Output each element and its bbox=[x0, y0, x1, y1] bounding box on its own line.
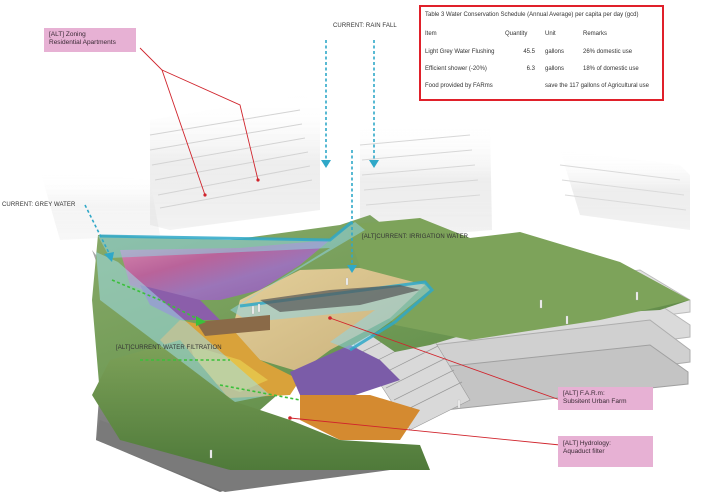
row-item: Light Grey Water Flushing bbox=[425, 49, 495, 55]
people-figures bbox=[209, 277, 639, 459]
zoning-leader-dot-1 bbox=[203, 193, 207, 197]
filtration-arrowhead bbox=[196, 316, 206, 326]
hydrology-label-line1: [ALT] Hydrology: bbox=[563, 440, 611, 447]
hydrology-leader-dot bbox=[288, 416, 292, 420]
rainfall-right-arrowhead bbox=[369, 160, 379, 168]
row-item: Efficient shower (-20%) bbox=[425, 66, 487, 72]
filtration-arrow bbox=[111, 279, 201, 321]
hydrology-label: [ALT] Hydrology: Aquaduct filter bbox=[558, 436, 653, 467]
zoning-leader-dot-2 bbox=[256, 178, 260, 182]
header-remarks: Remarks bbox=[583, 31, 608, 37]
rainfall-left-arrowhead bbox=[321, 160, 331, 168]
leader-lines bbox=[139, 47, 561, 446]
row-remarks: save the 117 gallons of Agricultural use bbox=[545, 83, 649, 89]
hydrology-label-line2: Aquaduct filter bbox=[563, 448, 605, 455]
grey-water-arrowhead bbox=[104, 252, 114, 262]
farm-leader-dot bbox=[328, 316, 332, 320]
irrigation-arrowhead bbox=[347, 265, 357, 273]
table-title: Table 3 Water Conservation Schedule (Ann… bbox=[425, 12, 639, 18]
header-unit: Unit bbox=[545, 31, 556, 37]
filtration-arrow-3 bbox=[219, 384, 301, 401]
row-item: Food provided by FARms bbox=[425, 83, 493, 89]
row-remarks: 26% domestic use bbox=[583, 49, 633, 55]
farm-label-line2: Subsitent Urban Farm bbox=[563, 398, 627, 405]
grey-water-arrow bbox=[84, 204, 111, 256]
terrain bbox=[92, 215, 690, 470]
row-unit: gallons bbox=[545, 49, 565, 55]
zoning-label-line1: [ALT] Zoning bbox=[49, 31, 86, 38]
rain-fall-label: CURRENT: RAIN FALL bbox=[333, 23, 397, 29]
hydrology-leader bbox=[289, 417, 561, 446]
zoning-label-line2: Residential Apartments bbox=[49, 39, 116, 46]
table-row: Food provided by FARms save the 117 gall… bbox=[421, 83, 662, 92]
farm-leader bbox=[329, 317, 561, 401]
farm-label: [ALT] F.A.R.m: Subsitent Urban Farm bbox=[558, 387, 653, 410]
zoning-label: [ALT] Zoning Residential Apartments bbox=[44, 28, 136, 52]
row-unit: gallons bbox=[545, 66, 565, 72]
header-quantity: Quantity bbox=[505, 31, 528, 37]
zoning-leader-2 bbox=[161, 69, 259, 181]
table-row: Light Grey Water Flushing 45.5 gallons 2… bbox=[421, 49, 662, 58]
irrigation-label: [ALT]CURRENT: IRRIGATION WATER bbox=[362, 234, 469, 240]
grey-water-label: CURRENT: GREY WATER bbox=[2, 202, 76, 208]
header-item: Item bbox=[425, 31, 437, 37]
table-header-row: Item Quantity Unit Remarks bbox=[421, 31, 662, 40]
table-row: Efficient shower (-20%) 6.3 gallons 18% … bbox=[421, 66, 662, 75]
row-remarks: 18% of domestic use bbox=[583, 66, 639, 72]
row-quantity: 45.5 bbox=[523, 49, 535, 55]
water-conservation-table: Table 3 Water Conservation Schedule (Ann… bbox=[419, 5, 664, 101]
arrow-heads bbox=[104, 160, 379, 326]
water-filtration-label: [ALT]CURRENT: WATER FILTRATION bbox=[116, 345, 222, 351]
ghost-buildings bbox=[40, 95, 690, 240]
flow-arrows bbox=[84, 40, 375, 401]
farm-label-line1: [ALT] F.A.R.m: bbox=[563, 390, 605, 397]
row-quantity: 6.3 bbox=[526, 66, 535, 72]
